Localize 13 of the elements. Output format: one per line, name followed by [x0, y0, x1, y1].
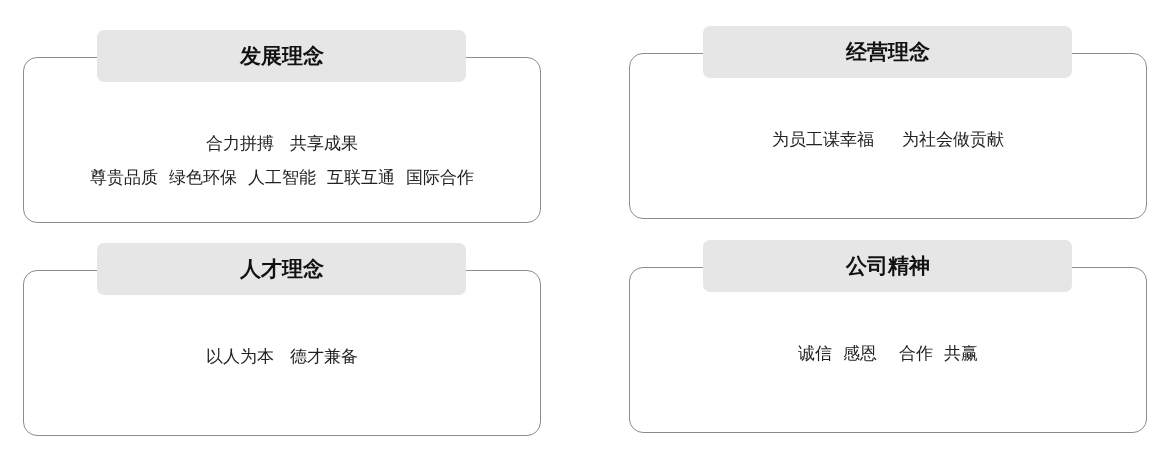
card-heading: 发展理念	[239, 43, 324, 70]
card-text: 为员工谋幸福 为社会做贡献	[772, 128, 1004, 151]
heading-tab	[703, 26, 1072, 78]
card-heading: 经营理念	[845, 39, 930, 66]
heading-tab	[97, 30, 466, 82]
heading-tab	[703, 240, 1072, 292]
card-text: 诚信 感恩 合作 共赢	[798, 342, 978, 365]
heading-tab	[97, 243, 466, 295]
card-text: 尊贵品质 绿色环保 人工智能 互联互通 国际合作	[90, 166, 474, 189]
card-heading: 公司精神	[845, 253, 930, 280]
card-heading: 人才理念	[239, 256, 324, 283]
card-text: 以人为本 德才兼备	[205, 345, 359, 368]
card-text: 合力拼搏 共享成果	[205, 132, 359, 155]
